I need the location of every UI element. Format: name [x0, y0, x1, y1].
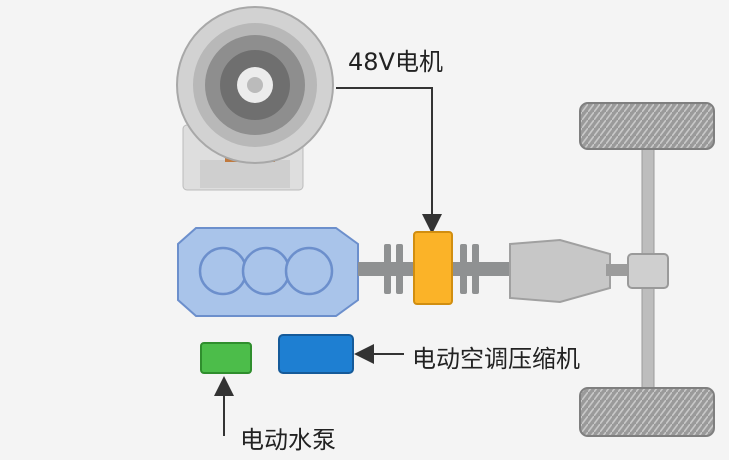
- tire-icon: [579, 102, 715, 150]
- motor-callout-arrow: [336, 87, 442, 234]
- water-pump-block: [200, 342, 252, 374]
- engine-block-icon: [177, 227, 359, 317]
- motor-label: 48V电机: [348, 48, 443, 76]
- ac-compressor-block: [278, 334, 354, 374]
- axle-assembly: [579, 102, 715, 437]
- electric-motor-icon: [176, 6, 334, 191]
- tire-icon: [579, 387, 715, 437]
- motor-module: [413, 231, 453, 305]
- drive-shaft: [358, 244, 518, 294]
- ac-compressor-label: 电动空调压缩机: [412, 345, 580, 373]
- water-pump-label: 电动水泵: [240, 426, 336, 454]
- gearbox: [509, 238, 630, 304]
